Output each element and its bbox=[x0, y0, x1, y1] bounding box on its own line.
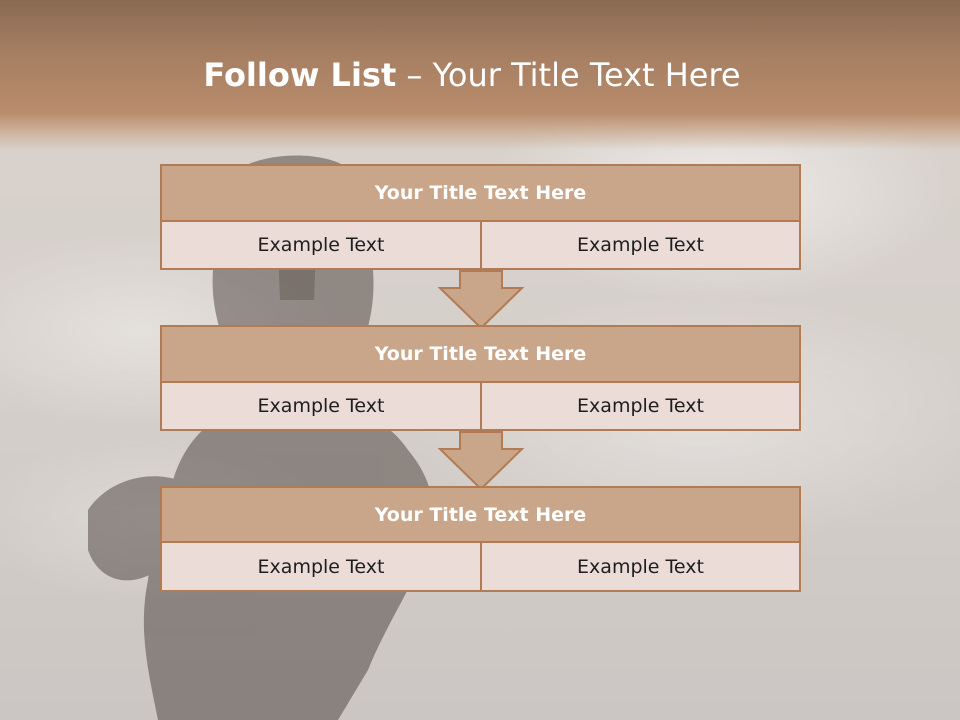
step-left-text: Example Text bbox=[160, 541, 482, 592]
title-bold: Follow List bbox=[203, 56, 397, 94]
down-arrow-icon bbox=[438, 431, 524, 491]
title-separator: – bbox=[396, 56, 433, 94]
step-right-text: Example Text bbox=[480, 220, 801, 270]
header-band bbox=[0, 0, 960, 150]
step-title: Your Title Text Here bbox=[160, 164, 801, 222]
down-arrow-icon bbox=[438, 270, 524, 330]
step-right-text: Example Text bbox=[480, 381, 801, 431]
page-title: Follow List – Your Title Text Here bbox=[0, 56, 944, 94]
step-left-text: Example Text bbox=[160, 220, 482, 270]
step-title: Your Title Text Here bbox=[160, 325, 801, 383]
step-title: Your Title Text Here bbox=[160, 486, 801, 543]
step-left-text: Example Text bbox=[160, 381, 482, 431]
step-right-text: Example Text bbox=[480, 541, 801, 592]
title-light: Your Title Text Here bbox=[432, 56, 741, 94]
